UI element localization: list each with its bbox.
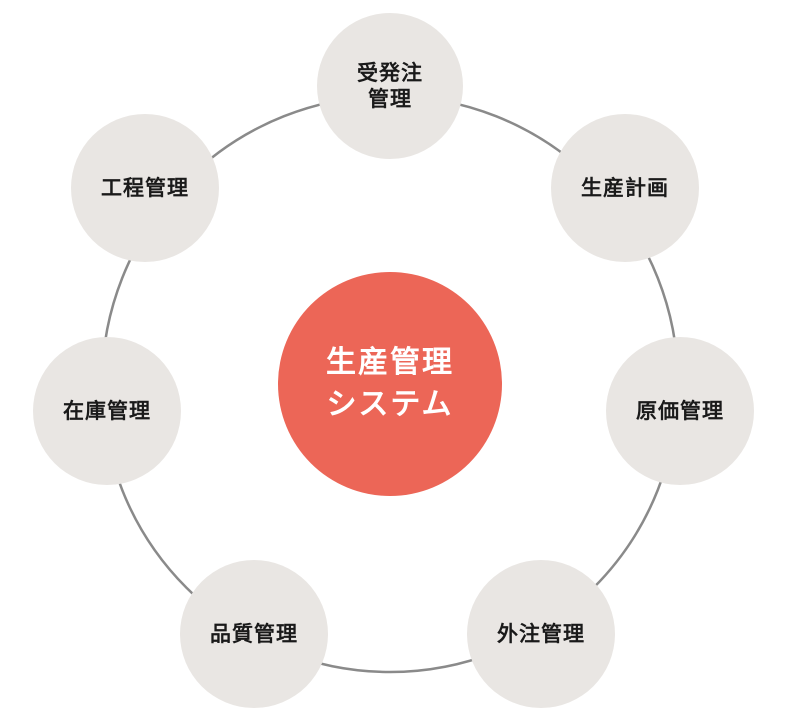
node-order-management[interactable]: 受発注 管理 [317, 13, 463, 159]
node-outsourcing-management[interactable]: 外注管理 [467, 560, 615, 708]
node-label: 工程管理 [101, 176, 189, 200]
node-label: 原価管理 [636, 399, 724, 423]
node-label: 品質管理 [210, 622, 298, 646]
node-production-planning[interactable]: 生産計画 [551, 114, 699, 262]
node-label: 外注管理 [497, 622, 585, 646]
node-quality-management[interactable]: 品質管理 [180, 560, 328, 708]
node-label: 受発注 管理 [357, 61, 423, 111]
center-production-management-system[interactable]: 生産管理 システム [278, 272, 502, 496]
node-cost-management[interactable]: 原価管理 [606, 337, 754, 485]
node-process-management[interactable]: 工程管理 [71, 114, 219, 262]
node-label: 生産計画 [581, 176, 669, 200]
center-label: 生産管理 システム [326, 345, 454, 422]
node-label: 在庫管理 [63, 399, 151, 423]
node-inventory-management[interactable]: 在庫管理 [33, 337, 181, 485]
